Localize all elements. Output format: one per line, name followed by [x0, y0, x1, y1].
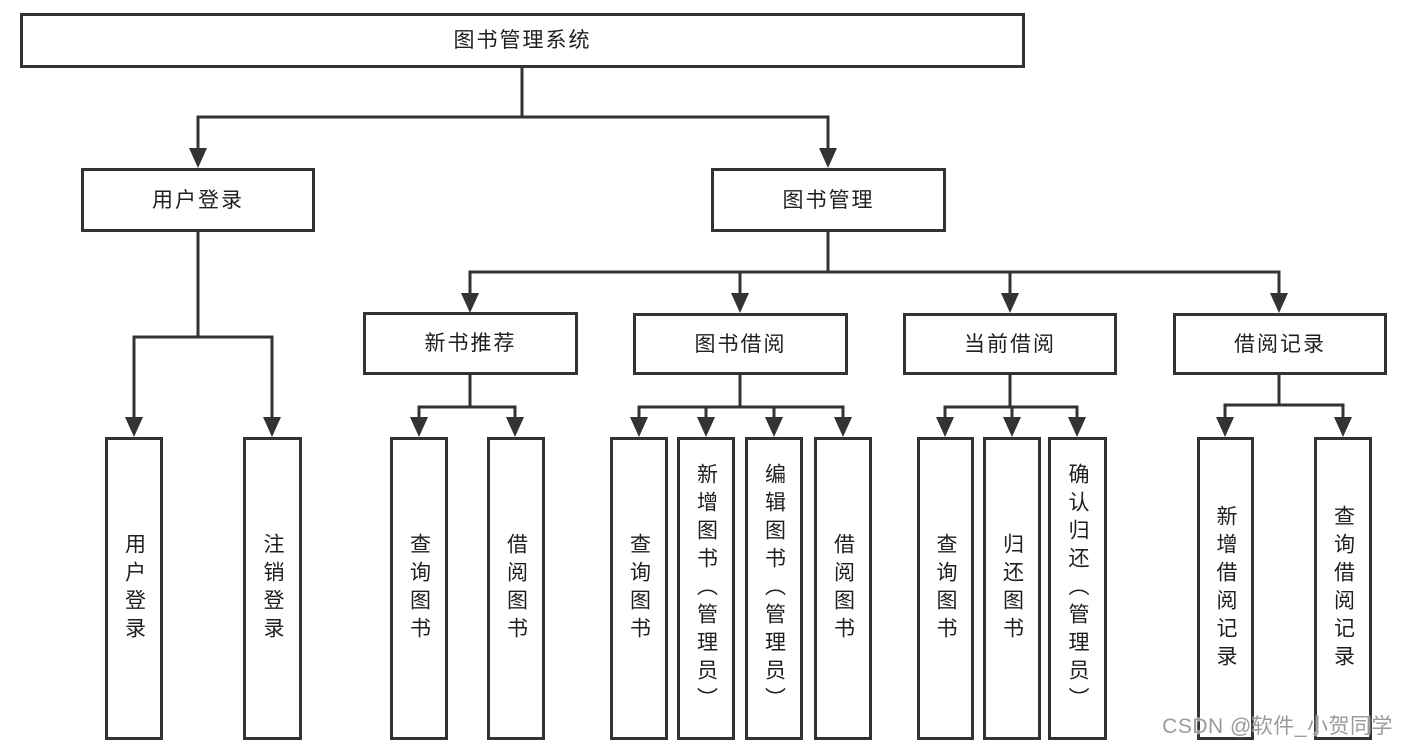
leaf-nbr-borrow-books: 借阅图书 [487, 437, 545, 740]
leaf-br-query-record: 查询借阅记录 [1314, 437, 1372, 740]
arrow-down-icon [1003, 417, 1021, 437]
leaf-cb-confirm-return-admin: 确认归还（管理员） [1048, 437, 1107, 740]
arrow-down-icon [731, 293, 749, 313]
leaf-nbr-query-books: 查询图书 [390, 437, 448, 740]
leaf-user-login: 用户登录 [105, 437, 163, 740]
arrow-down-icon [1216, 417, 1234, 437]
node-book-borrow: 图书借阅 [633, 313, 848, 375]
connector-current-borrow-children [936, 375, 1086, 437]
node-borrow-records: 借阅记录 [1173, 313, 1387, 375]
arrow-down-icon [461, 293, 479, 313]
node-root: 图书管理系统 [20, 13, 1025, 68]
leaf-br-add-record: 新增借阅记录 [1197, 437, 1254, 740]
leaf-cb-query-books-label: 查询图书 [934, 532, 957, 645]
arrow-down-icon [263, 417, 281, 437]
leaf-logout-label: 注销登录 [261, 532, 284, 645]
arrow-down-icon [1334, 417, 1352, 437]
leaf-cb-confirm-return-admin-label: 确认归还（管理员） [1066, 462, 1089, 715]
leaf-cb-return-books-label: 归还图书 [1000, 532, 1024, 645]
node-user-login: 用户登录 [81, 168, 315, 232]
leaf-bb-borrow-books-label: 借阅图书 [831, 532, 855, 645]
arrow-down-icon [834, 417, 852, 437]
arrow-down-icon [936, 417, 954, 437]
leaf-bb-borrow-books: 借阅图书 [814, 437, 872, 740]
leaf-bb-edit-books-admin: 编辑图书（管理员） [745, 437, 803, 740]
node-borrow-records-label: 借阅记录 [1234, 332, 1326, 356]
leaf-br-add-record-label: 新增借阅记录 [1214, 504, 1237, 673]
leaf-bb-add-books-admin-label: 新增图书（管理员） [694, 462, 718, 715]
node-new-book-recommend-label: 新书推荐 [424, 332, 517, 355]
node-book-borrow-label: 图书借阅 [694, 332, 787, 356]
leaf-user-login-label: 用户登录 [122, 532, 146, 645]
connector-book-borrow-children [630, 375, 852, 437]
arrow-down-icon [506, 417, 524, 437]
leaf-cb-query-books: 查询图书 [917, 437, 974, 740]
node-new-book-recommend: 新书推荐 [363, 312, 578, 375]
arrow-down-icon [630, 417, 648, 437]
connector-new-book-recommend-children [410, 375, 524, 437]
csdn-watermark: CSDN @软件_小贺同学 [1162, 715, 1393, 738]
leaf-bb-query-books-label: 查询图书 [627, 532, 651, 645]
node-current-borrow: 当前借阅 [903, 313, 1117, 375]
leaf-cb-return-books: 归还图书 [983, 437, 1041, 740]
node-current-borrow-label: 当前借阅 [964, 332, 1056, 356]
arrow-down-icon [410, 417, 428, 437]
arrow-down-icon [189, 148, 207, 168]
leaf-logout: 注销登录 [243, 437, 302, 740]
leaf-bb-add-books-admin: 新增图书（管理员） [677, 437, 735, 740]
leaf-bb-edit-books-admin-label: 编辑图书（管理员） [762, 462, 786, 715]
connector-book-management-children [461, 232, 1288, 313]
connector-borrow-records-children [1216, 375, 1352, 437]
arrow-down-icon [1001, 293, 1019, 313]
arrow-down-icon [765, 417, 783, 437]
node-root-label: 图书管理系统 [453, 29, 592, 52]
connector-root-to-level2 [189, 68, 837, 168]
arrow-down-icon [697, 417, 715, 437]
node-user-login-label: 用户登录 [152, 188, 244, 212]
connector-user-login-children [125, 232, 281, 437]
arrow-down-icon [1270, 293, 1288, 313]
arrow-down-icon [125, 417, 143, 437]
leaf-nbr-query-books-label: 查询图书 [407, 532, 431, 645]
leaf-bb-query-books: 查询图书 [610, 437, 668, 740]
node-book-management-label: 图书管理 [782, 188, 875, 212]
node-book-management: 图书管理 [711, 168, 946, 232]
arrow-down-icon [1068, 417, 1086, 437]
leaf-nbr-borrow-books-label: 借阅图书 [504, 532, 528, 645]
arrow-down-icon [819, 148, 837, 168]
leaf-br-query-record-label: 查询借阅记录 [1331, 504, 1355, 673]
